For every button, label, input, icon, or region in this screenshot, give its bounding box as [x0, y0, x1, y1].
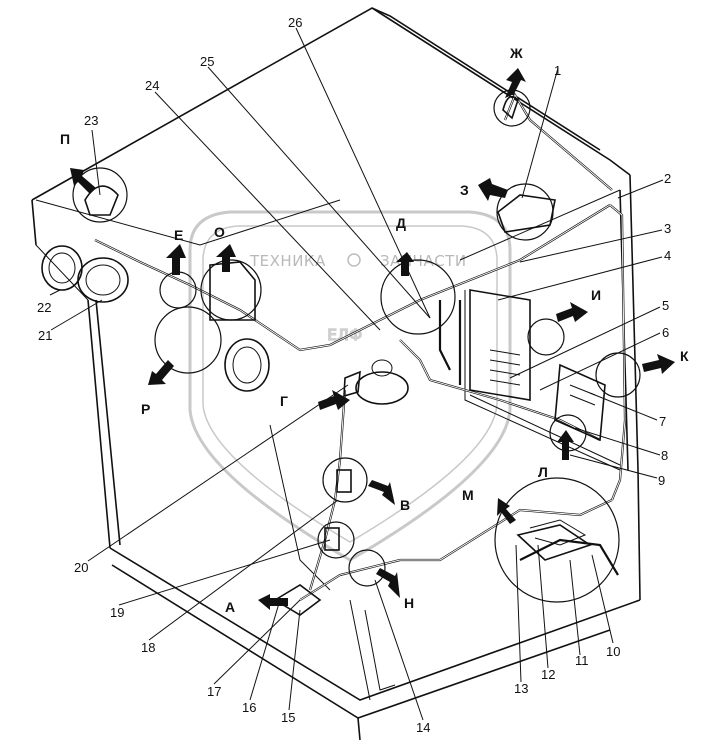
callout-1: 1 [554, 63, 561, 78]
connector-block-m [516, 524, 592, 561]
callout-19: 19 [110, 605, 124, 620]
arrow-n [376, 568, 400, 598]
detail-circle-p [72, 167, 128, 223]
programmer-unit [469, 289, 531, 401]
view-label-v: В [400, 497, 410, 513]
indicator-lamp-21 [77, 257, 129, 303]
callout-21: 21 [38, 328, 52, 343]
view-label-z: З [460, 182, 469, 198]
detail-circle-19 [317, 521, 355, 559]
heater-block [554, 363, 606, 442]
watermark-logo: ЕЛФ [327, 326, 362, 344]
pressure-switch-g [343, 370, 361, 398]
callout-26: 26 [288, 15, 302, 30]
numeric-callouts: 1 2 3 4 5 6 7 8 9 10 11 12 13 14 15 16 1… [37, 15, 671, 735]
callout-11: 11 [575, 653, 589, 668]
callout-10: 10 [606, 644, 620, 659]
detail-circle-r [154, 306, 222, 374]
control-knob-23 [84, 185, 119, 216]
callout-13: 13 [514, 681, 528, 696]
callout-16: 16 [242, 700, 256, 715]
callout-24: 24 [145, 78, 159, 93]
callout-2: 2 [664, 171, 671, 186]
view-label-d: Д [396, 215, 406, 231]
detail-circle-zh [493, 89, 531, 127]
view-label-l: Л [538, 464, 548, 480]
watermark-right-text: ЗАПЧАСТИ [380, 252, 467, 270]
detail-circle-i [527, 318, 565, 356]
view-arrows [70, 68, 675, 610]
watermark: ЕЛФ ТЕХНИКА ЗАПЧАСТИ [188, 210, 512, 562]
callout-17: 17 [207, 684, 221, 699]
callout-9: 9 [658, 473, 665, 488]
detail-circles [72, 89, 641, 603]
detail-circle-v [322, 457, 368, 503]
components [41, 95, 606, 616]
view-label-r: Р [141, 401, 150, 417]
callout-25: 25 [200, 54, 214, 69]
view-label-i: И [591, 287, 601, 303]
drum-motor [355, 371, 409, 405]
callout-12: 12 [541, 667, 555, 682]
arrow-r [148, 360, 174, 385]
machine-body [31, 7, 641, 741]
view-label-p: П [60, 131, 70, 147]
top-switch [502, 95, 519, 120]
callout-22: 22 [37, 300, 51, 315]
arrow-o [216, 244, 236, 272]
arrow-a [258, 594, 288, 610]
view-labels: Ж З И К Л М Н А В Г Д О Е П Р [60, 45, 689, 615]
detail-circle-k [595, 352, 641, 398]
detail-circle-d [380, 259, 456, 335]
callout-15: 15 [281, 710, 295, 725]
leader-lines [49, 27, 664, 721]
view-label-zh: Ж [509, 45, 523, 61]
view-label-m: М [462, 487, 474, 503]
arrow-m [497, 498, 516, 524]
callout-20: 20 [74, 560, 88, 575]
callout-7: 7 [659, 414, 666, 429]
pump-body [224, 338, 270, 392]
arrow-v [368, 480, 395, 505]
arrow-z [478, 178, 508, 201]
arrow-i [556, 302, 588, 322]
gear-icon [347, 253, 361, 267]
callout-5: 5 [662, 298, 669, 313]
detail-circle-n [348, 549, 386, 587]
callout-3: 3 [664, 221, 671, 236]
arrow-e [166, 244, 186, 275]
filter-19 [324, 527, 340, 551]
connector-a [273, 584, 322, 616]
view-label-a: А [225, 599, 235, 615]
filter-v [336, 469, 352, 493]
callout-18: 18 [141, 640, 155, 655]
callout-14: 14 [416, 720, 430, 735]
arrow-zh [505, 68, 526, 98]
watermark-left-text: ТЕХНИКА [249, 252, 326, 270]
arrow-g [318, 390, 350, 410]
view-label-k: К [680, 348, 689, 364]
callout-6: 6 [662, 325, 669, 340]
view-label-g: Г [280, 393, 288, 409]
arrow-l [557, 430, 574, 460]
door-handle-z [497, 194, 556, 233]
arrow-k [642, 354, 675, 374]
detail-circle-m [494, 477, 620, 603]
callout-23: 23 [84, 113, 98, 128]
callout-8: 8 [661, 448, 668, 463]
arrow-p [70, 168, 96, 194]
view-label-n: Н [404, 595, 414, 611]
callout-4: 4 [664, 248, 671, 263]
view-label-e: Е [174, 227, 183, 243]
view-label-o: О [214, 224, 225, 240]
